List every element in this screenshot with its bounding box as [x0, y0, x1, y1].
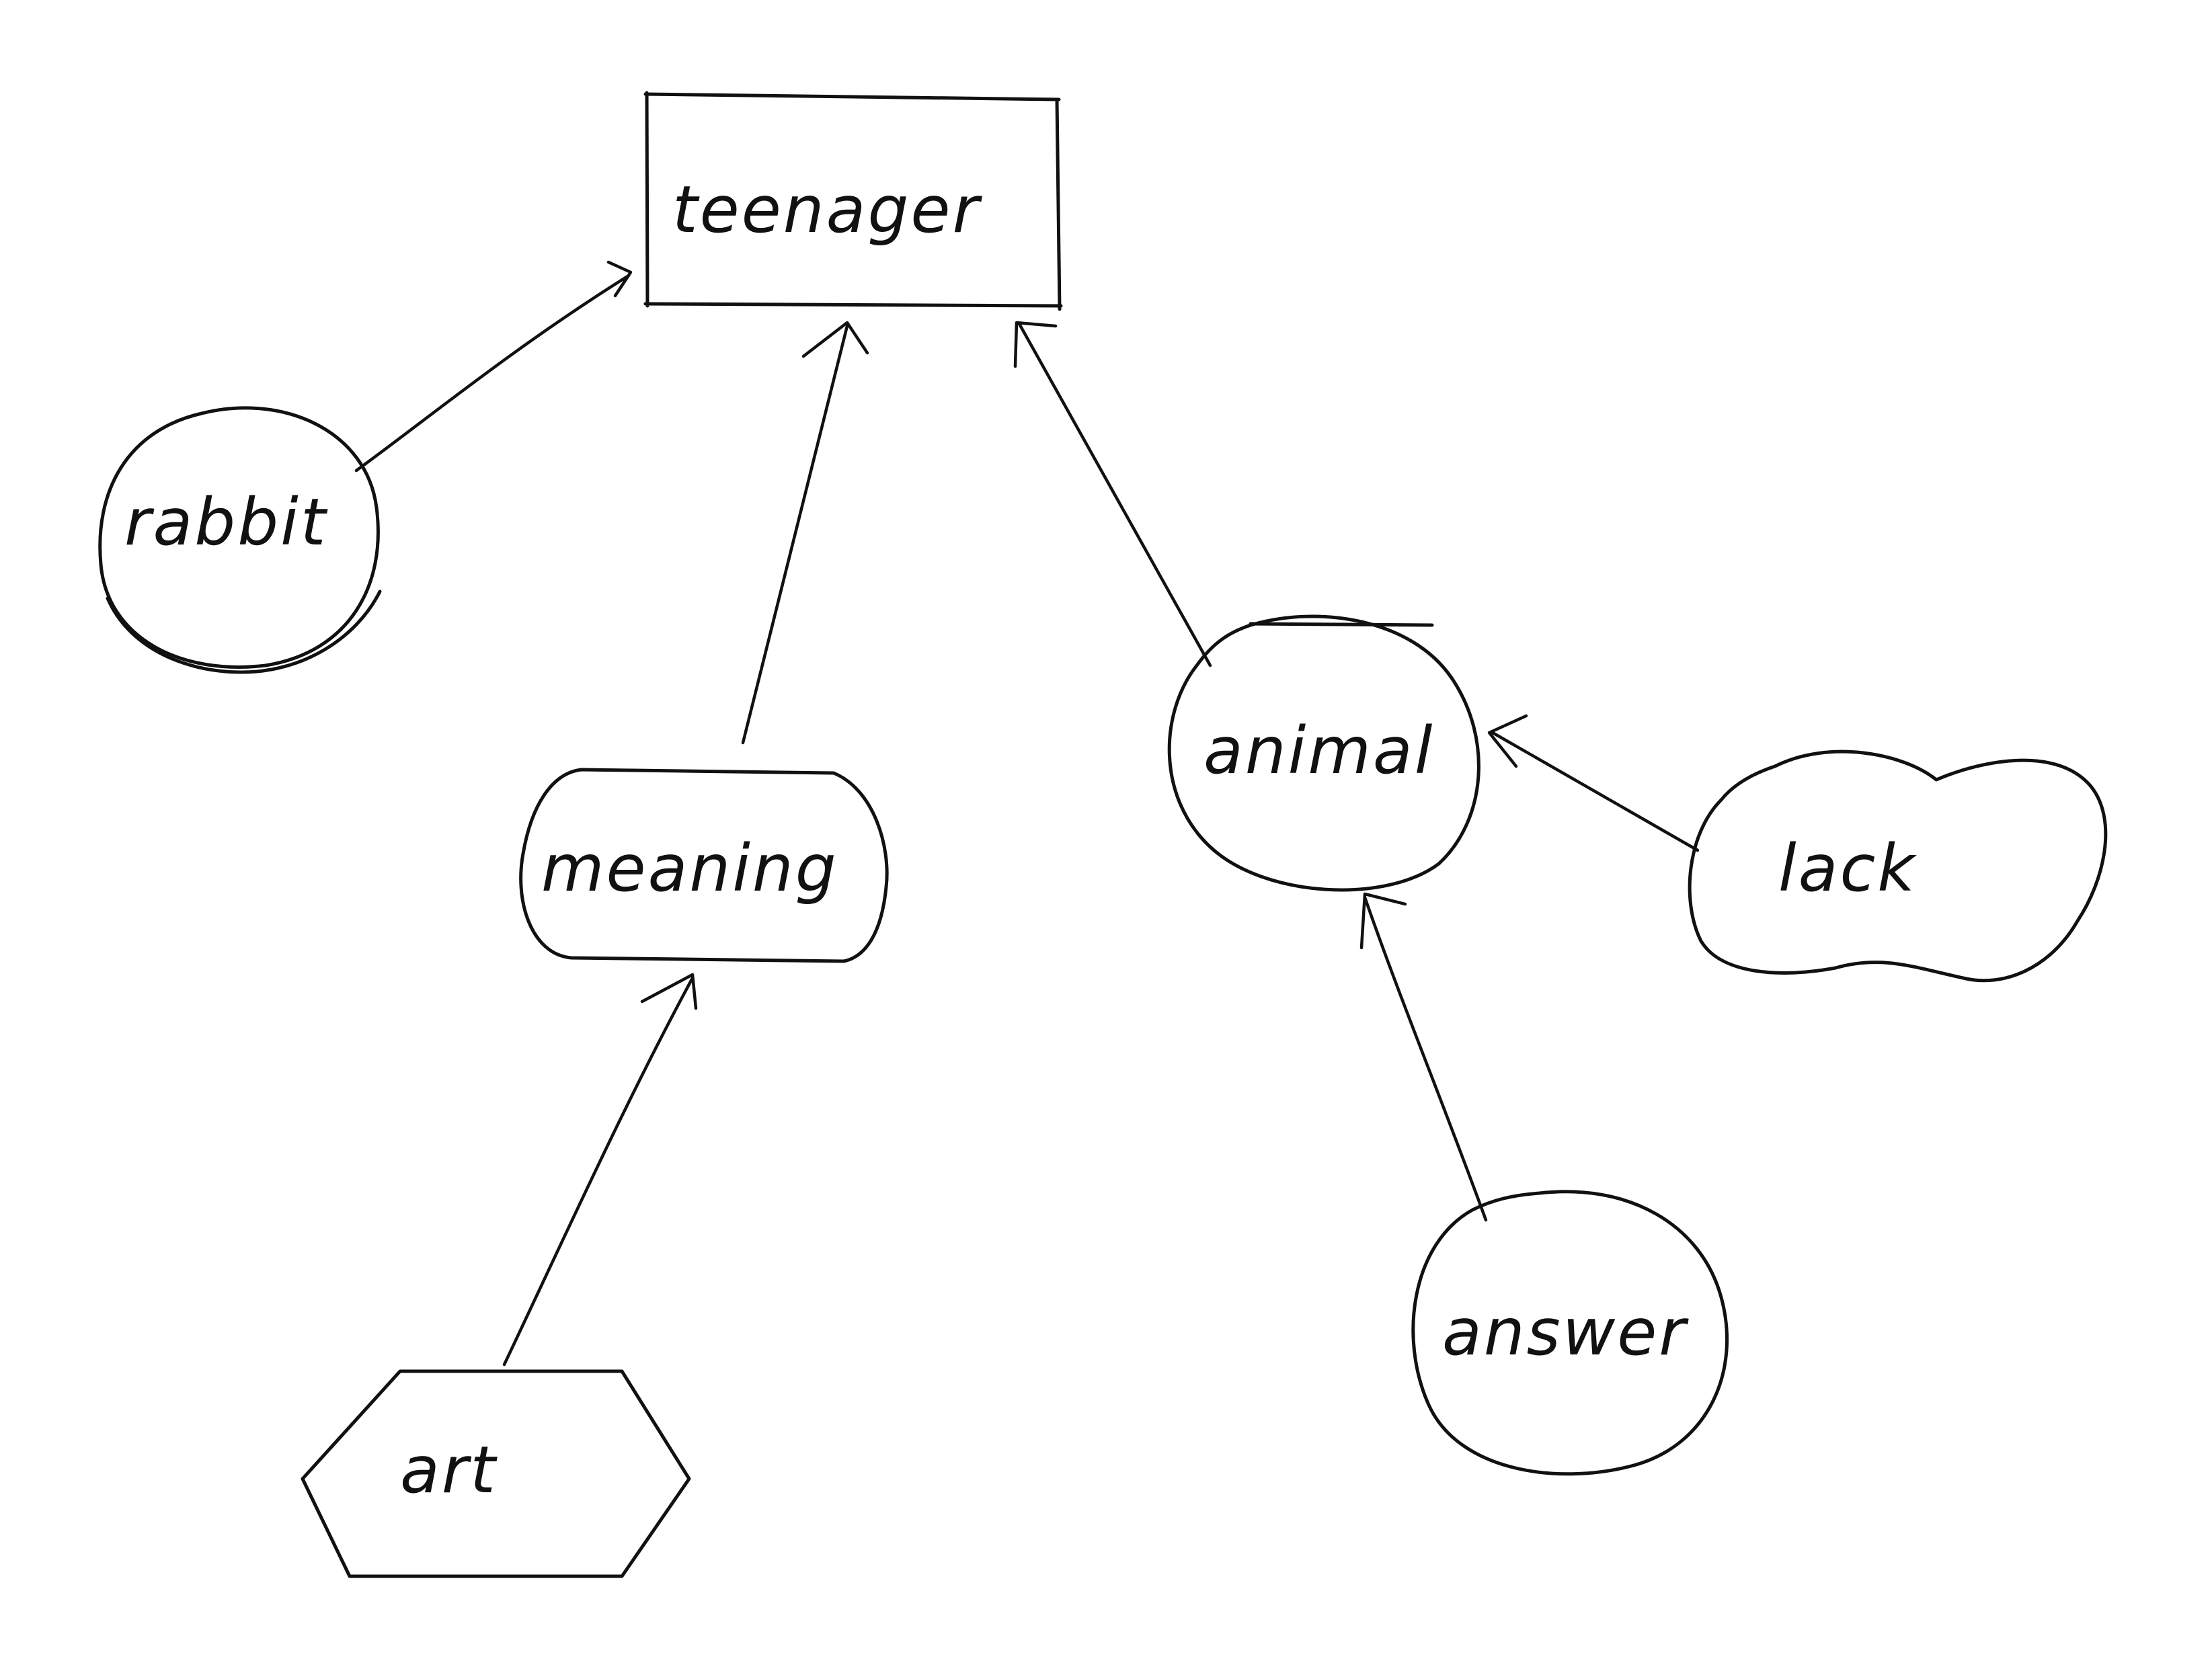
- edge-lack-to-animal: [1487, 714, 1700, 852]
- node-rabbit-label: rabbit: [124, 485, 328, 560]
- node-teenager-label: teenager: [672, 172, 982, 247]
- edge-art-to-meaning-line: [502, 976, 695, 1367]
- arrowhead: [1359, 892, 1407, 950]
- edge-answer-to-animal-line: [1363, 895, 1488, 1222]
- node-animal-shape-detail: [1249, 622, 1434, 627]
- node-lack-label: lack: [1778, 831, 1917, 906]
- node-teenager-shape: [643, 91, 1063, 311]
- edge-rabbit-to-teenager: [354, 260, 633, 473]
- edge-meaning-to-teenager: [741, 321, 869, 745]
- edge-rabbit-to-teenager-line: [354, 274, 631, 473]
- edge-lack-to-animal-line: [1491, 731, 1700, 852]
- edge-animal-to-teenager: [1013, 321, 1212, 667]
- arrowhead: [640, 973, 698, 1010]
- node-meaning-shape: [519, 768, 889, 963]
- arrowhead: [1013, 321, 1058, 368]
- edge-answer-to-animal: [1359, 892, 1488, 1222]
- node-rabbit-shape-detail: [106, 589, 382, 674]
- arrowhead: [1487, 714, 1528, 768]
- node-lack[interactable]: lack: [1688, 749, 2108, 983]
- node-animal[interactable]: animal: [1167, 614, 1480, 892]
- node-meaning[interactable]: meaning: [519, 768, 889, 963]
- arrowhead: [801, 321, 869, 358]
- arrowhead: [606, 260, 633, 298]
- edge-animal-to-teenager-line: [1017, 321, 1212, 667]
- node-meaning-label: meaning: [541, 831, 838, 906]
- edge-meaning-to-teenager-line: [741, 324, 849, 745]
- node-animal-shape: [1167, 614, 1480, 892]
- node-rabbit[interactable]: rabbit: [98, 406, 382, 674]
- node-teenager[interactable]: teenager: [643, 91, 1063, 311]
- node-answer-shape: [1411, 1190, 1729, 1476]
- node-answer-label: answer: [1442, 1295, 1689, 1370]
- node-answer[interactable]: answer: [1411, 1190, 1729, 1476]
- edge-art-to-meaning: [502, 973, 698, 1367]
- node-art-shape: [301, 1369, 691, 1578]
- node-art-label: art: [400, 1432, 498, 1508]
- node-rabbit-shape: [98, 406, 380, 669]
- node-lack-shape: [1688, 749, 2108, 983]
- node-art[interactable]: art: [301, 1369, 691, 1578]
- node-animal-label: animal: [1203, 713, 1434, 788]
